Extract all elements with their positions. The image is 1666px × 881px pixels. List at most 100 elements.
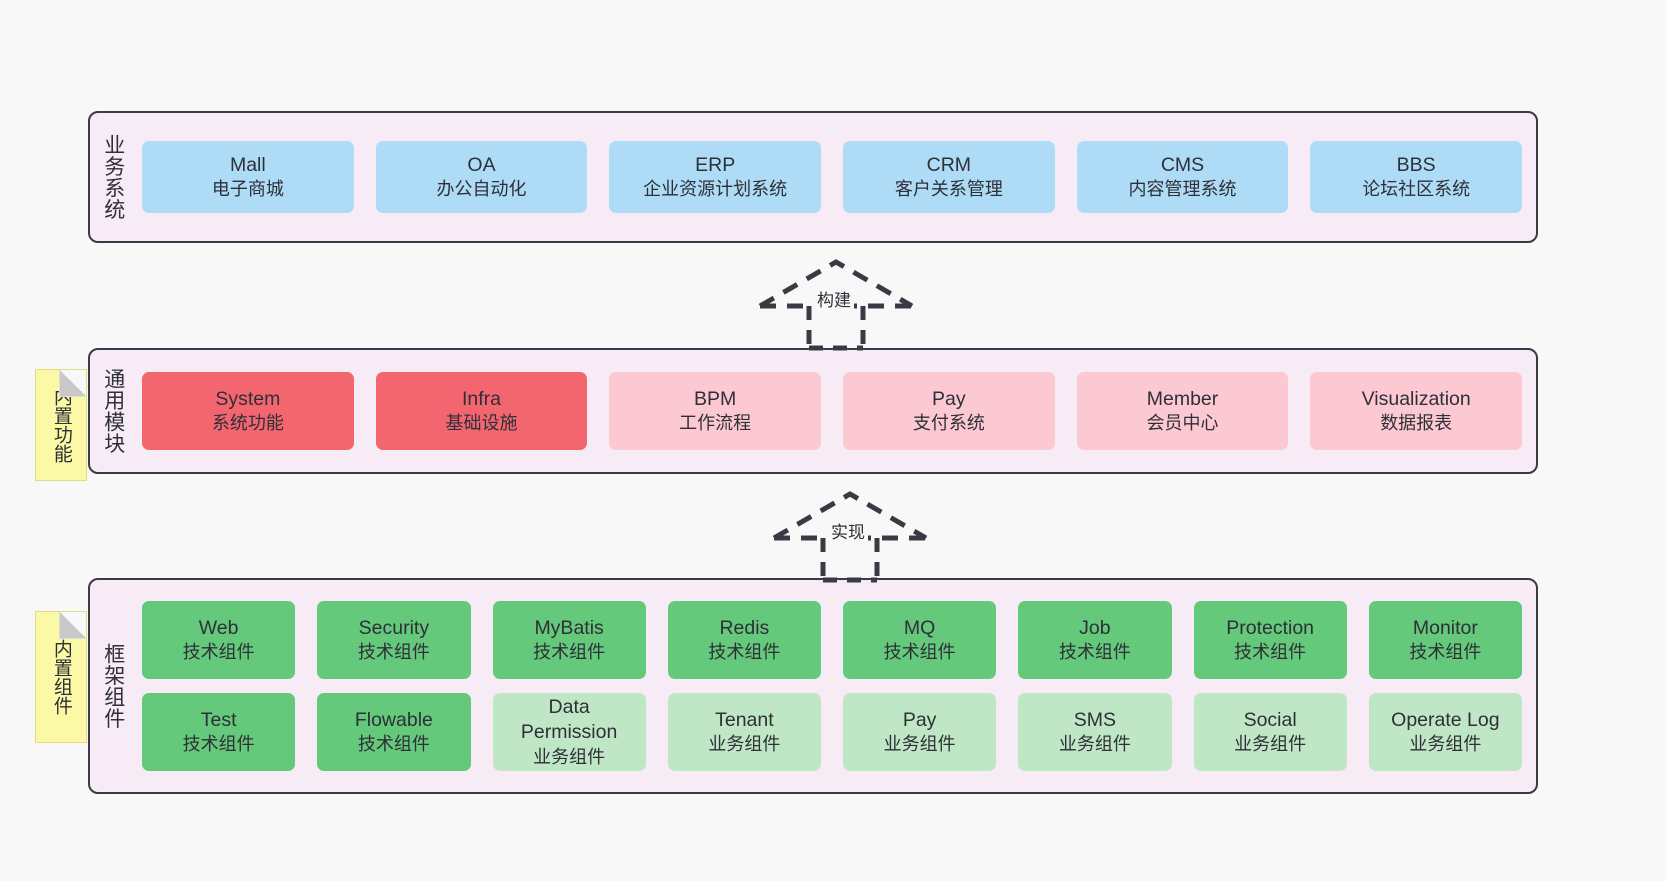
card-title: OA [467, 153, 496, 176]
framework-card-job[interactable]: Job 技术组件 [1018, 601, 1172, 679]
framework-card-flowable[interactable]: Flowable 技术组件 [317, 693, 471, 771]
card-subtitle: 技术组件 [533, 641, 606, 662]
framework-card-test[interactable]: Test 技术组件 [142, 693, 296, 771]
framework-card-data-permission[interactable]: Data Permission 业务组件 [492, 693, 646, 771]
card-title: Redis [719, 616, 770, 639]
card-subtitle: 技术组件 [182, 733, 255, 754]
card-title: Pay [902, 708, 937, 731]
card-title: Job [1079, 616, 1111, 639]
card-subtitle: 技术组件 [883, 641, 956, 662]
card-subtitle: 技术组件 [1234, 641, 1307, 662]
module-card-system[interactable]: System 系统功能 [142, 372, 354, 450]
card-title: Mall [229, 153, 266, 176]
card-subtitle: 办公自动化 [436, 178, 527, 199]
card-title: Infra [461, 387, 502, 410]
module-card-visualization[interactable]: Visualization 数据报表 [1310, 372, 1523, 450]
card-subtitle: 业务组件 [708, 733, 781, 754]
layer-framework-components-title: 框架组件 [101, 643, 125, 729]
card-title: Protection [1226, 616, 1315, 639]
card-title: Member [1146, 387, 1219, 410]
framework-card-mq[interactable]: MQ 技术组件 [843, 601, 997, 679]
framework-card-monitor[interactable]: Monitor 技术组件 [1368, 601, 1522, 679]
module-card-pay[interactable]: Pay 支付系统 [843, 372, 1055, 450]
card-title: Operate Log [1391, 708, 1500, 731]
card-title: Web [198, 616, 239, 639]
connector-implement: 实现 [770, 490, 930, 583]
card-subtitle: 数据报表 [1380, 412, 1453, 433]
framework-card-operate-log[interactable]: Operate Log 业务组件 [1368, 693, 1522, 771]
framework-card-protection[interactable]: Protection 技术组件 [1193, 601, 1347, 679]
card-subtitle: 会员中心 [1146, 412, 1219, 433]
card-subtitle: 技术组件 [182, 641, 255, 662]
module-card-member[interactable]: Member 会员中心 [1076, 372, 1289, 450]
connector-implement-label: 实现 [828, 518, 868, 543]
card-subtitle: 基础设施 [445, 412, 518, 433]
card-title: Monitor [1412, 616, 1478, 639]
connector-build-label: 构建 [814, 286, 854, 311]
business-card-oa[interactable]: OA 办公自动化 [375, 141, 588, 213]
card-subtitle: 论坛社区系统 [1362, 178, 1471, 199]
arrowhead-triangle-open [772, 491, 928, 541]
framework-card-security[interactable]: Security 技术组件 [317, 601, 471, 679]
card-title: Social [1243, 708, 1297, 731]
card-title: Flowable [354, 708, 433, 731]
common-modules-row: System 系统功能 Infra 基础设施 BPM 工作流程 Pay 支付系统… [142, 372, 1523, 450]
card-title: System [215, 387, 281, 410]
card-subtitle: 技术组件 [1058, 641, 1131, 662]
card-title: ERP [695, 153, 736, 176]
framework-card-mybatis[interactable]: MyBatis 技术组件 [492, 601, 646, 679]
framework-card-redis[interactable]: Redis 技术组件 [667, 601, 821, 679]
card-subtitle: 业务组件 [883, 733, 956, 754]
layer-business-systems-title: 业务系统 [101, 134, 125, 220]
card-title: Pay [932, 387, 966, 410]
module-card-infra[interactable]: Infra 基础设施 [375, 372, 588, 450]
card-subtitle: 业务组件 [1234, 733, 1307, 754]
card-subtitle: 支付系统 [912, 412, 985, 433]
card-title: MyBatis [534, 616, 604, 639]
framework-card-sms[interactable]: SMS 业务组件 [1018, 693, 1172, 771]
framework-card-tenant[interactable]: Tenant 业务组件 [667, 693, 821, 771]
card-title: Security [358, 616, 430, 639]
card-title: MQ [903, 616, 936, 639]
layer-common-modules-body: System 系统功能 Infra 基础设施 BPM 工作流程 Pay 支付系统… [136, 350, 1536, 472]
card-title: Test [200, 708, 237, 731]
card-subtitle: 客户关系管理 [894, 178, 1003, 199]
card-subtitle: 技术组件 [357, 641, 430, 662]
card-subtitle: 业务组件 [1058, 733, 1131, 754]
layer-framework-components-body: Web 技术组件 Security 技术组件 MyBatis 技术组件 Redi… [136, 580, 1536, 792]
card-title: SMS [1073, 708, 1116, 731]
sticky-note-builtin-function: 内置功能 [35, 369, 87, 481]
business-card-mall[interactable]: Mall 电子商城 [142, 141, 354, 213]
card-title: Data Permission [520, 695, 618, 744]
module-card-bpm[interactable]: BPM 工作流程 [609, 372, 822, 450]
layer-business-systems: 业务系统 Mall 电子商城 OA 办公自动化 ERP 企业资源计划系统 CRM… [88, 111, 1538, 243]
card-title: CMS [1160, 153, 1205, 176]
framework-business-row: Test 技术组件 Flowable 技术组件 Data Permission … [142, 693, 1522, 771]
card-subtitle: 系统功能 [211, 412, 284, 433]
card-title: BBS [1396, 153, 1436, 176]
card-subtitle: 业务组件 [1409, 733, 1482, 754]
layer-common-modules: 通用模块 System 系统功能 Infra 基础设施 BPM 工作流程 Pay… [88, 348, 1538, 474]
business-card-crm[interactable]: CRM 客户关系管理 [843, 141, 1055, 213]
card-subtitle: 电子商城 [211, 178, 284, 199]
sticky-note-label: 内置功能 [50, 387, 72, 463]
framework-tech-row: Web 技术组件 Security 技术组件 MyBatis 技术组件 Redi… [142, 601, 1522, 679]
card-subtitle: 业务组件 [533, 746, 606, 767]
card-subtitle: 技术组件 [708, 641, 781, 662]
business-systems-row: Mall 电子商城 OA 办公自动化 ERP 企业资源计划系统 CRM 客户关系… [142, 141, 1523, 213]
card-subtitle: 技术组件 [357, 733, 430, 754]
business-card-cms[interactable]: CMS 内容管理系统 [1076, 141, 1289, 213]
sticky-note-label: 内置组件 [50, 639, 72, 715]
arrowhead-triangle-open [758, 259, 914, 309]
framework-card-social[interactable]: Social 业务组件 [1193, 693, 1347, 771]
layer-common-modules-title: 通用模块 [101, 368, 125, 454]
card-subtitle: 企业资源计划系统 [643, 178, 788, 199]
framework-card-web[interactable]: Web 技术组件 [142, 601, 296, 679]
framework-card-pay[interactable]: Pay 业务组件 [843, 693, 997, 771]
card-subtitle: 技术组件 [1409, 641, 1482, 662]
business-card-bbs[interactable]: BBS 论坛社区系统 [1310, 141, 1523, 213]
connector-build: 构建 [756, 258, 916, 351]
business-card-erp[interactable]: ERP 企业资源计划系统 [609, 141, 822, 213]
card-title: BPM [694, 387, 737, 410]
